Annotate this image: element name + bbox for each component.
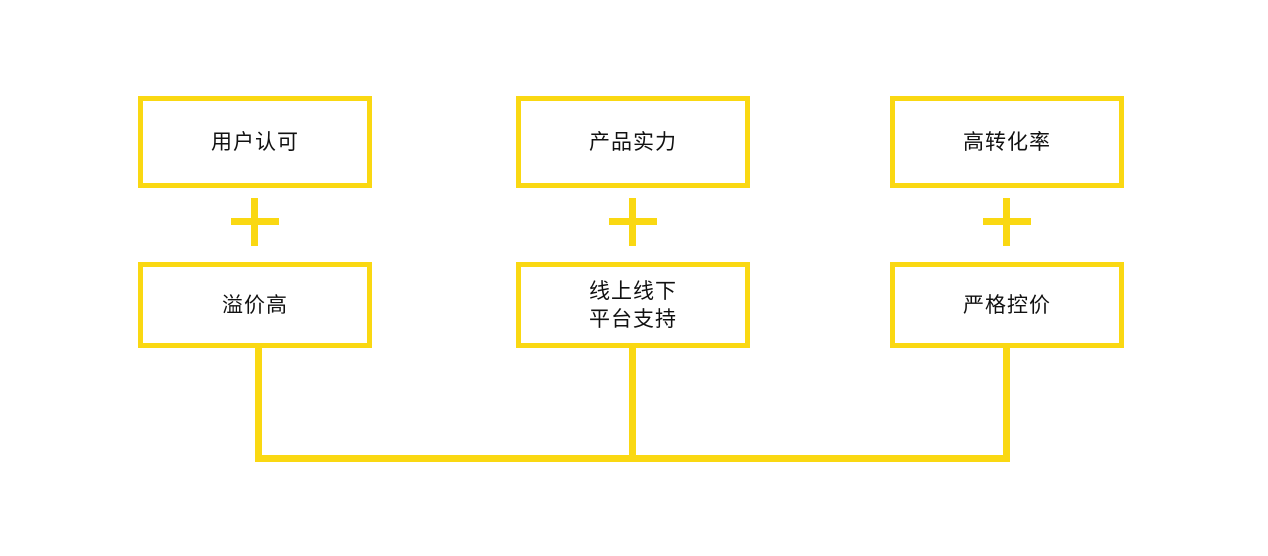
node-box-high-conversion-rate[interactable]: 高转化率	[890, 96, 1124, 188]
node-label-user-recognition: 用户认可	[211, 129, 299, 154]
connector-riser-left	[255, 345, 262, 462]
node-box-user-recognition[interactable]: 用户认可	[138, 96, 372, 188]
node-box-high-premium[interactable]: 溢价高	[138, 262, 372, 348]
plus-icon-vertical-bar	[629, 198, 636, 246]
plus-icon-column-3	[983, 198, 1031, 246]
node-label-high-conversion-rate: 高转化率	[963, 129, 1051, 154]
plus-icon-column-1	[231, 198, 279, 246]
connector-riser-right	[1003, 345, 1010, 462]
node-label-strict-price-control: 严格控价	[963, 292, 1051, 317]
node-box-online-offline-platform-support[interactable]: 线上线下 平台支持	[516, 262, 750, 348]
connector-riser-center	[629, 345, 636, 462]
node-label-online-offline-platform-support: 线上线下 平台支持	[589, 278, 677, 331]
node-box-product-strength[interactable]: 产品实力	[516, 96, 750, 188]
connector-baseline	[255, 455, 1010, 462]
plus-icon-vertical-bar	[251, 198, 258, 246]
plus-icon-column-2	[609, 198, 657, 246]
node-label-high-premium: 溢价高	[222, 292, 288, 317]
plus-icon-vertical-bar	[1003, 198, 1010, 246]
node-box-strict-price-control[interactable]: 严格控价	[890, 262, 1124, 348]
node-label-product-strength: 产品实力	[589, 129, 677, 154]
